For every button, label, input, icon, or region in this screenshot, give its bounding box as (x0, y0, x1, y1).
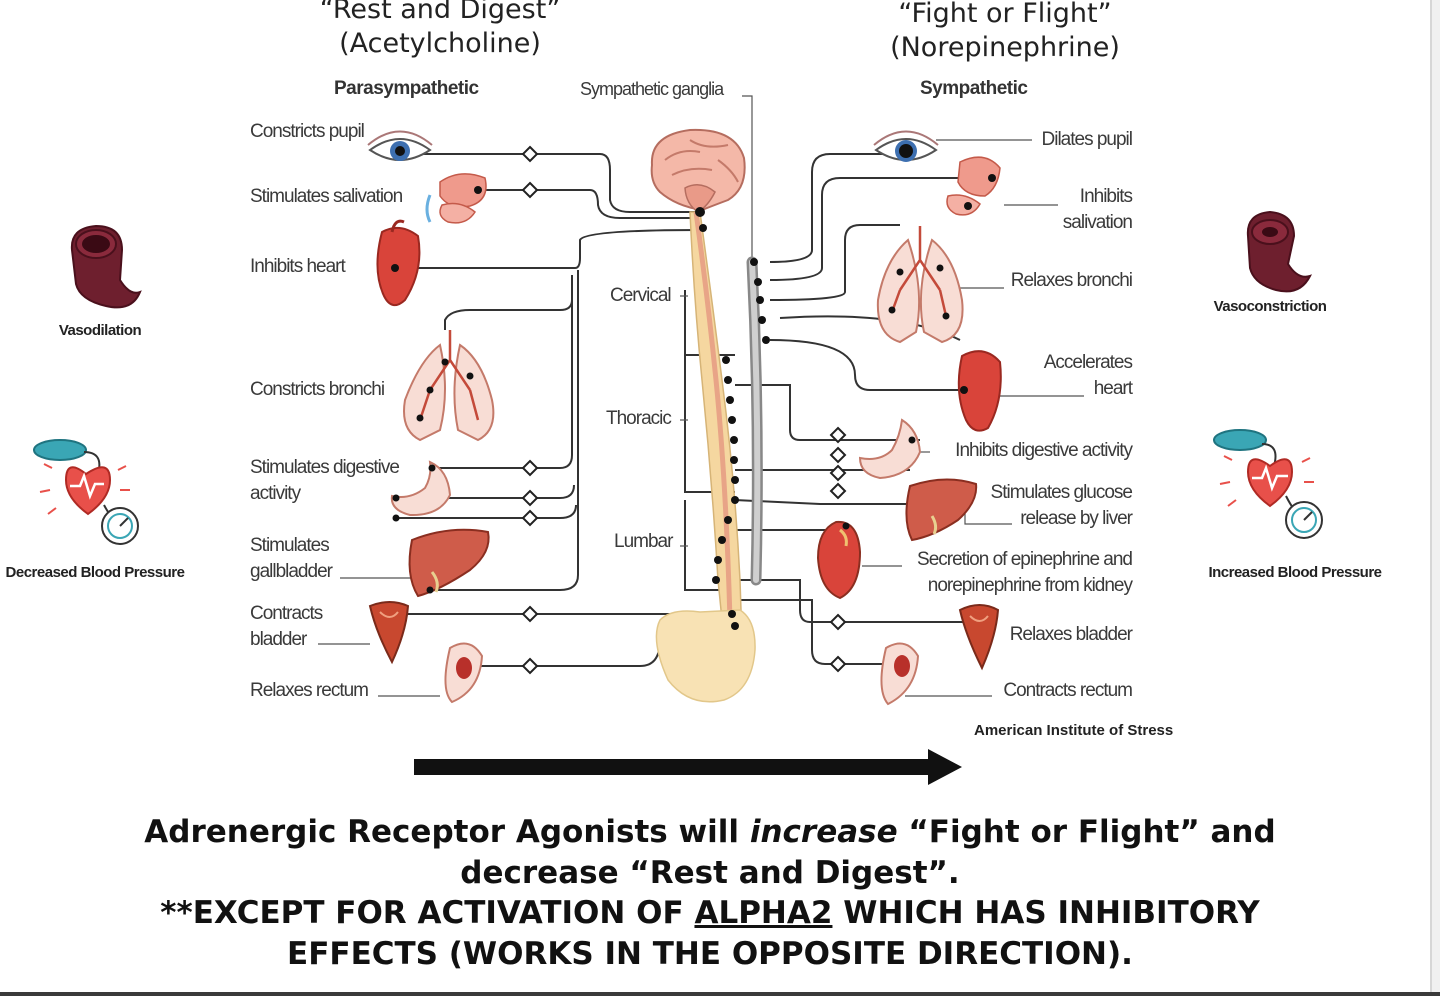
heart-icon (376, 219, 421, 307)
salivary-gland-icon (425, 173, 487, 224)
stomach-icon (858, 418, 922, 480)
blood-vessel-icon (1246, 210, 1312, 293)
symp-effect-salivation-line1: Inhibits (1079, 186, 1133, 207)
para-effect-rectum: Relaxes rectum (250, 680, 369, 701)
vasodilation-label: Vasodilation (58, 322, 142, 339)
sympathetic-heading: Sympathetic (920, 78, 1028, 99)
sympathetic-nerves (684, 153, 990, 665)
para-effect-pupil: Constricts pupil (250, 121, 365, 142)
rectum-icon (444, 642, 484, 704)
spinal-cord-icon (655, 207, 756, 703)
sympathetic-ganglia (829, 426, 847, 673)
heart-icon (957, 350, 1002, 432)
arrow-right-icon (414, 749, 962, 785)
window-scrollbar-edge (1430, 0, 1440, 996)
para-effect-digestive-line1: Stimulates digestive (250, 457, 400, 478)
bladder-icon (368, 601, 410, 665)
symp-effect-heart-line1: Accelerates (1043, 352, 1133, 373)
stomach-icon (390, 460, 452, 522)
liver-icon (905, 478, 978, 542)
para-effect-heart: Inhibits heart (250, 256, 346, 277)
salivary-gland-icon (946, 156, 1001, 216)
para-effect-salivation: Stimulates salivation (250, 186, 403, 207)
sympathetic-ganglia-label: Sympathetic ganglia (580, 79, 724, 99)
left-header-title: “Rest and Digest” (319, 0, 561, 25)
lungs-icon (403, 330, 495, 442)
footer-line-1: Adrenergic Receptor Agonists will increa… (144, 814, 1276, 850)
source-credit: American Institute of Stress (974, 722, 1174, 739)
eye-icon (367, 130, 433, 161)
para-effect-bladder-line1: Contracts (250, 603, 323, 624)
footer-line-2: decrease “Rest and Digest”. (460, 854, 960, 891)
para-effect-gallbladder-line1: Stimulates (250, 535, 330, 556)
right-header-subtitle: (Norepinephrine) (890, 32, 1120, 63)
para-effect-gallbladder-line2: gallbladder (250, 561, 333, 582)
liver-icon (408, 528, 490, 598)
spine-region-lumbar: Lumbar (614, 531, 673, 552)
left-header-subtitle: (Acetylcholine) (339, 28, 541, 59)
blood-vessel-icon (70, 224, 142, 309)
parasympathetic-heading: Parasympathetic (334, 78, 479, 99)
bladder-icon (958, 604, 1000, 671)
eye-icon (873, 130, 939, 162)
footer-statement: Adrenergic Receptor Agonists will increa… (0, 812, 1420, 974)
rectum-icon (880, 642, 920, 706)
symp-effect-bronchi: Relaxes bronchi (1010, 270, 1133, 291)
kidney-icon (816, 520, 862, 600)
symp-effect-glucose-line1: Stimulates glucose (990, 482, 1133, 503)
symp-effect-glucose-line2: release by liver (1020, 508, 1133, 529)
window-bottom-edge (0, 992, 1440, 996)
para-effect-bladder-line2: bladder (250, 629, 307, 650)
brain-icon (650, 128, 746, 213)
footer-line-4: EFFECTS (WORKS IN THE OPPOSITE DIRECTION… (287, 935, 1133, 972)
footer-line-3: **EXCEPT FOR ACTIVATION OF ALPHA2 WHICH … (160, 895, 1260, 931)
increased-bp-label: Increased Blood Pressure (1208, 564, 1382, 581)
symp-effect-heart-line2: heart (1093, 378, 1133, 399)
right-header-title: “Fight or Flight” (898, 0, 1112, 29)
spine-region-thoracic: Thoracic (606, 408, 672, 429)
lungs-icon (876, 226, 964, 344)
symp-effect-epinephrine-line1: Secretion of epinephrine and (917, 549, 1133, 570)
symp-effect-pupil: Dilates pupil (1041, 129, 1133, 150)
vasoconstriction-label: Vasoconstriction (1213, 298, 1327, 315)
symp-effect-salivation-line2: salivation (1062, 212, 1133, 233)
para-effect-bronchi: Constricts bronchi (250, 379, 385, 400)
symp-effect-bladder: Relaxes bladder (1009, 624, 1133, 645)
sympathetic-chain (746, 256, 770, 586)
symp-effect-rectum: Contracts rectum (1003, 680, 1133, 701)
symp-effect-digestive: Inhibits digestive activity (955, 440, 1133, 461)
parasympathetic-ganglia (521, 145, 539, 675)
blood-pressure-icon (1213, 429, 1323, 539)
para-effect-digestive-line2: activity (250, 483, 301, 504)
spine-region-cervical: Cervical (610, 285, 672, 306)
symp-effect-epinephrine-line2: norepinephrine from kidney (927, 575, 1133, 596)
blood-pressure-icon (33, 439, 139, 545)
decreased-bp-label: Decreased Blood Pressure (5, 564, 185, 581)
